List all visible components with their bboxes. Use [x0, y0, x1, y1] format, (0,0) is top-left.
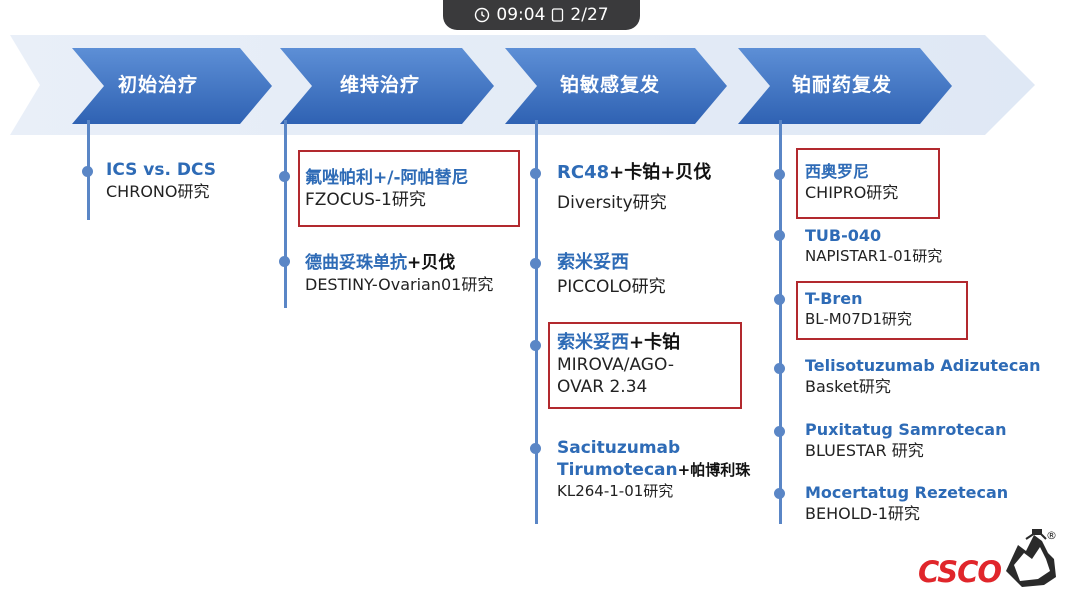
item-study: PICCOLO研究 [557, 277, 666, 297]
item-title-blue: RC48 [557, 162, 610, 183]
item-title: T-Bren [805, 289, 863, 308]
list-item: 索米妥西 PICCOLO研究 [557, 252, 666, 298]
item-title: Puxitatug Samrotecan [805, 420, 1007, 439]
item-title-blue: Tirumotecan [557, 460, 678, 480]
timeline-dot [774, 426, 785, 437]
status-page: 2/27 [570, 5, 609, 25]
timeline-line-2 [284, 120, 287, 308]
item-title: Telisotuzumab Adizutecan [805, 356, 1041, 375]
list-item: Sacituzumab Tirumotecan+帕博利珠 KL264-1-01研… [557, 437, 750, 502]
list-item: Mocertatug Rezetecan BEHOLD-1研究 [805, 482, 1008, 524]
list-item: Puxitatug Samrotecan BLUESTAR 研究 [805, 419, 1006, 461]
highlight-box [298, 150, 520, 227]
list-item: Telisotuzumab Adizutecan Basket研究 [805, 355, 1041, 397]
stage-label-4: 铂耐药复发 [792, 74, 893, 96]
item-study: DESTINY-Ovarian01研究 [305, 275, 494, 294]
timeline-dot [82, 166, 93, 177]
timeline-dot [530, 168, 541, 179]
list-item: 索米妥西+卡铂 MIROVA/AGO- OVAR 2.34 [557, 332, 680, 398]
item-title: Sacituzumab [557, 438, 681, 458]
item-study: CHIPRO研究 [805, 183, 899, 202]
item-study: KL264-1-01研究 [557, 482, 674, 500]
item-study: OVAR 2.34 [557, 377, 648, 397]
item-study: Diversity研究 [557, 193, 667, 213]
highlight-box [548, 322, 742, 409]
item-study: BLUESTAR 研究 [805, 441, 924, 460]
timeline-line-3 [535, 120, 538, 524]
chevron-3 [505, 48, 727, 124]
great-wall-icon [1006, 529, 1056, 587]
item-title-black: +卡铂+贝伐 [609, 162, 712, 183]
list-item: 氟唑帕利+/-阿帕替尼 FZOCUS-1研究 [305, 167, 469, 211]
status-pill: 09:04 2/27 [443, 0, 640, 30]
list-item: ICS vs. DCS CHRONO研究 [106, 159, 216, 202]
timeline-dot [774, 169, 785, 180]
list-item: T-Bren BL-M07D1研究 [805, 288, 912, 330]
highlight-box [796, 281, 968, 340]
timeline-dot [774, 488, 785, 499]
timeline-dot [774, 294, 785, 305]
timeline-dot [530, 340, 541, 351]
timeline-line-4 [779, 120, 782, 524]
timeline-dot [530, 258, 541, 269]
chevron-4 [738, 48, 952, 124]
item-title-black: +贝伐 [407, 253, 456, 273]
list-item: 德曲妥珠单抗+贝伐 DESTINY-Ovarian01研究 [305, 252, 493, 295]
logo-registered: ® [1046, 529, 1057, 542]
stage-label-2: 维持治疗 [340, 74, 421, 96]
item-study: BL-M07D1研究 [805, 310, 912, 328]
item-study: CHRONO研究 [106, 182, 210, 201]
logo-text: CSCO [918, 555, 1002, 589]
timeline-dot [774, 230, 785, 241]
item-title-black: +帕博利珠 [677, 461, 751, 479]
list-item: TUB-040 NAPISTAR1-01研究 [805, 225, 942, 267]
item-study: NAPISTAR1-01研究 [805, 247, 943, 265]
item-study: Basket研究 [805, 377, 891, 396]
item-title: 德曲妥珠单抗+贝伐 [305, 252, 493, 274]
item-title: ICS vs. DCS [106, 160, 217, 180]
timeline-dot [530, 443, 541, 454]
item-title: Tirumotecan+帕博利珠 [557, 459, 750, 481]
status-time: 09:04 [496, 5, 546, 25]
item-title: 氟唑帕利+/-阿帕替尼 [305, 168, 469, 188]
stage-label-3: 铂敏感复发 [560, 74, 661, 96]
item-title: Mocertatug Rezetecan [805, 483, 1009, 502]
page-icon [552, 8, 564, 22]
item-study: FZOCUS-1研究 [305, 190, 426, 210]
item-title: TUB-040 [805, 226, 882, 245]
item-title-blue: 索米妥西 [557, 332, 629, 353]
item-title-black: +卡铂 [629, 332, 681, 353]
stage-label-1: 初始治疗 [118, 74, 199, 96]
item-title-blue: 德曲妥珠单抗 [305, 253, 407, 273]
chevron-1 [72, 48, 272, 124]
csco-logo: CSCO ® [914, 525, 1064, 595]
highlight-box [796, 148, 940, 219]
item-study: MIROVA/AGO- [557, 355, 674, 375]
item-title: 索米妥西 [557, 252, 629, 273]
timeline-band [10, 35, 1035, 135]
item-title: RC48+卡铂+贝伐 [557, 162, 711, 184]
clock-icon [475, 7, 490, 23]
list-item: 西奥罗尼 CHIPRO研究 [805, 161, 898, 203]
item-title: 西奥罗尼 [805, 162, 870, 181]
timeline-dot [279, 256, 290, 267]
list-item: RC48+卡铂+贝伐 Diversity研究 [557, 162, 711, 214]
item-study: BEHOLD-1研究 [805, 504, 920, 523]
item-title: 索米妥西+卡铂 [557, 332, 680, 354]
timeline-dot [774, 363, 785, 374]
chevron-2 [280, 48, 494, 124]
timeline-dot [279, 171, 290, 182]
